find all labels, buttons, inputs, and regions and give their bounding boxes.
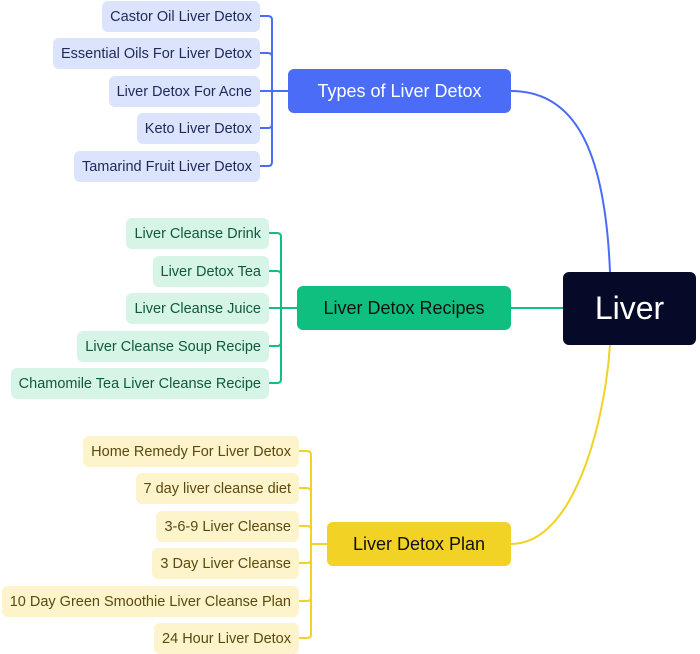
leaf-home-remedy-for-liver-detox[interactable]: Home Remedy For Liver Detox (83, 436, 299, 467)
link-gold-leaf-2 (299, 525, 312, 531)
link-gold-leaf-3 (299, 558, 312, 564)
link-blue-leaf-3 (260, 123, 273, 129)
branch-types-of-liver-detox[interactable]: Types of Liver Detox (288, 69, 511, 113)
leaf-liver-detox-tea[interactable]: Liver Detox Tea (152, 256, 269, 287)
leaf-liver-detox-for-acne[interactable]: Liver Detox For Acne (108, 76, 260, 107)
leaf-keto-liver-detox[interactable]: Keto Liver Detox (136, 113, 260, 144)
link-blue-leaf-4 (260, 161, 273, 167)
link-green-leaf-0 (269, 232, 282, 238)
leaf-10-day-green-smoothie-liver-cleanse-plan[interactable]: 10 Day Green Smoothie Liver Cleanse Plan (1, 586, 299, 617)
leaf-7-day-liver-cleanse-diet[interactable]: 7 day liver cleanse diet (135, 473, 299, 504)
link-blue-leaf-1 (260, 52, 273, 58)
leaf-3-6-9-liver-cleanse[interactable]: 3-6-9 Liver Cleanse (156, 511, 299, 542)
leaf-tamarind-fruit-liver-detox[interactable]: Tamarind Fruit Liver Detox (73, 151, 260, 182)
leaf-chamomile-tea-liver-cleanse-recipe[interactable]: Chamomile Tea Liver Cleanse Recipe (10, 368, 269, 399)
link-root-gold (510, 344, 611, 545)
root-node[interactable]: Liver (563, 272, 696, 345)
link-gold-leaf-0 (299, 450, 312, 456)
leaf-liver-cleanse-drink[interactable]: Liver Cleanse Drink (126, 218, 269, 249)
link-gold-leaf-1 (299, 487, 312, 493)
leaf-24-hour-liver-detox[interactable]: 24 Hour Liver Detox (154, 623, 299, 654)
link-gold-leaf-4 (299, 596, 312, 602)
link-green-leaf-1 (269, 270, 282, 276)
link-root-blue (510, 90, 611, 273)
branch-liver-detox-recipes[interactable]: Liver Detox Recipes (297, 286, 511, 330)
link-blue-leaf-0 (260, 15, 273, 21)
leaf-castor-oil-liver-detox[interactable]: Castor Oil Liver Detox (102, 1, 260, 32)
link-green-leaf-3 (269, 341, 282, 347)
leaf-3-day-liver-cleanse[interactable]: 3 Day Liver Cleanse (152, 548, 299, 579)
link-green-leaf-4 (269, 378, 282, 384)
leaf-liver-cleanse-juice[interactable]: Liver Cleanse Juice (126, 293, 269, 324)
branch-liver-detox-plan[interactable]: Liver Detox Plan (327, 522, 511, 566)
leaf-essential-oils-for-liver-detox[interactable]: Essential Oils For Liver Detox (53, 38, 260, 69)
link-gold-leaf-5 (299, 633, 312, 639)
leaf-liver-cleanse-soup-recipe[interactable]: Liver Cleanse Soup Recipe (77, 331, 269, 362)
